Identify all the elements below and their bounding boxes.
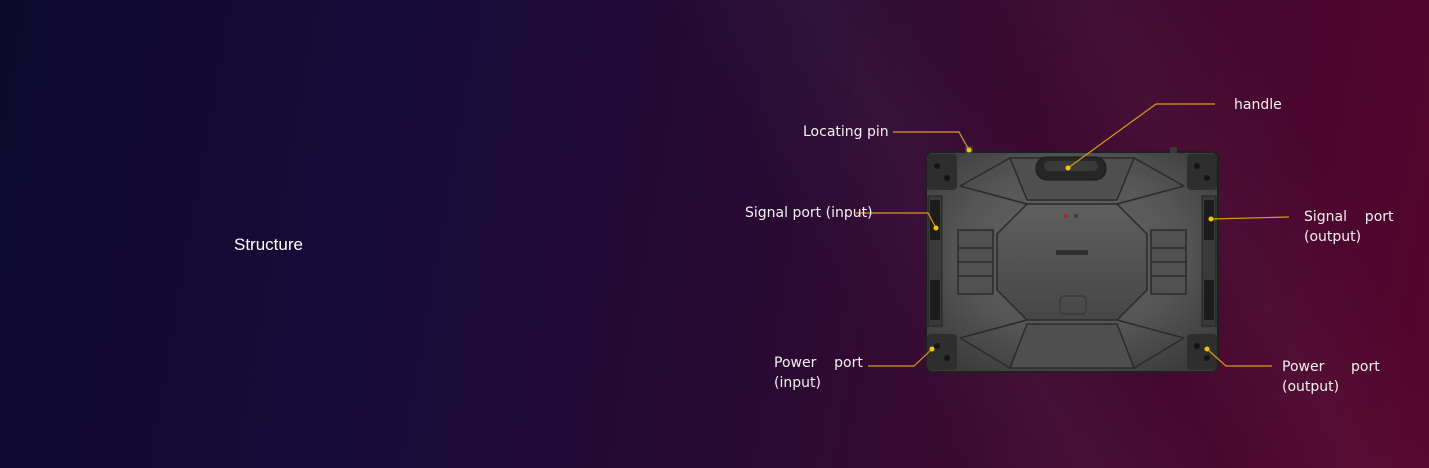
leader-locating-pin: [893, 131, 970, 151]
leader-signal-output: [1210, 216, 1290, 220]
label-handle: handle: [1234, 97, 1282, 113]
anchor-signal-input: [933, 225, 939, 231]
label-power-port-input-line1: Power port: [774, 355, 863, 371]
right-lower-slot: [1204, 280, 1214, 320]
corner-block-bottom-left: [927, 334, 957, 370]
label-power-port-input-line2: (input): [774, 375, 821, 391]
corner-block-top-left: [927, 154, 957, 190]
status-led-left: [1064, 214, 1068, 218]
anchor-power-output: [1204, 346, 1210, 352]
locating-pin-right: [1170, 147, 1177, 153]
label-power-port-output-line2: (output): [1282, 379, 1340, 395]
corner-block-bottom-right: [1187, 334, 1217, 370]
label-signal-port-input: Signal port (input): [745, 205, 873, 221]
corner-screws: [934, 163, 1210, 361]
label-power-port-output-line1: Power port: [1282, 359, 1380, 375]
anchor-points: [929, 147, 1214, 352]
anchor-power-input: [929, 346, 935, 352]
anchor-signal-output: [1208, 216, 1214, 222]
corner-block-top-right: [1187, 154, 1217, 190]
label-power-port-input: Power port (input): [774, 353, 863, 393]
left-ribs: [958, 247, 993, 277]
leader-signal-input: [856, 212, 937, 229]
leader-handle: [1067, 103, 1215, 169]
signal-port-input-slot: [930, 200, 940, 240]
service-cover: [1059, 295, 1087, 315]
brand-plate: [1056, 250, 1088, 255]
diagonal-ribs: [959, 157, 1185, 369]
label-locating-pin: Locating pin: [803, 124, 889, 140]
anchor-handle: [1065, 165, 1071, 171]
leader-power-output: [1206, 348, 1272, 367]
label-power-port-output: Power port (output): [1282, 357, 1380, 397]
status-led-right: [1074, 214, 1078, 218]
leader-lines: [856, 103, 1290, 367]
led-cabinet: [925, 146, 1219, 373]
label-signal-port-output: Signal port (output): [1304, 207, 1394, 247]
label-signal-port-output-line1: Signal port: [1304, 209, 1394, 225]
central-octagon-panel: [996, 203, 1148, 321]
bottom-panel: [1008, 323, 1136, 369]
right-ribs: [1151, 247, 1186, 277]
left-lower-slot: [930, 280, 940, 320]
anchor-locating-pin: [966, 147, 972, 153]
section-title: Structure: [234, 235, 303, 254]
leader-power-input: [868, 348, 933, 367]
label-signal-port-output-line2: (output): [1304, 229, 1362, 245]
